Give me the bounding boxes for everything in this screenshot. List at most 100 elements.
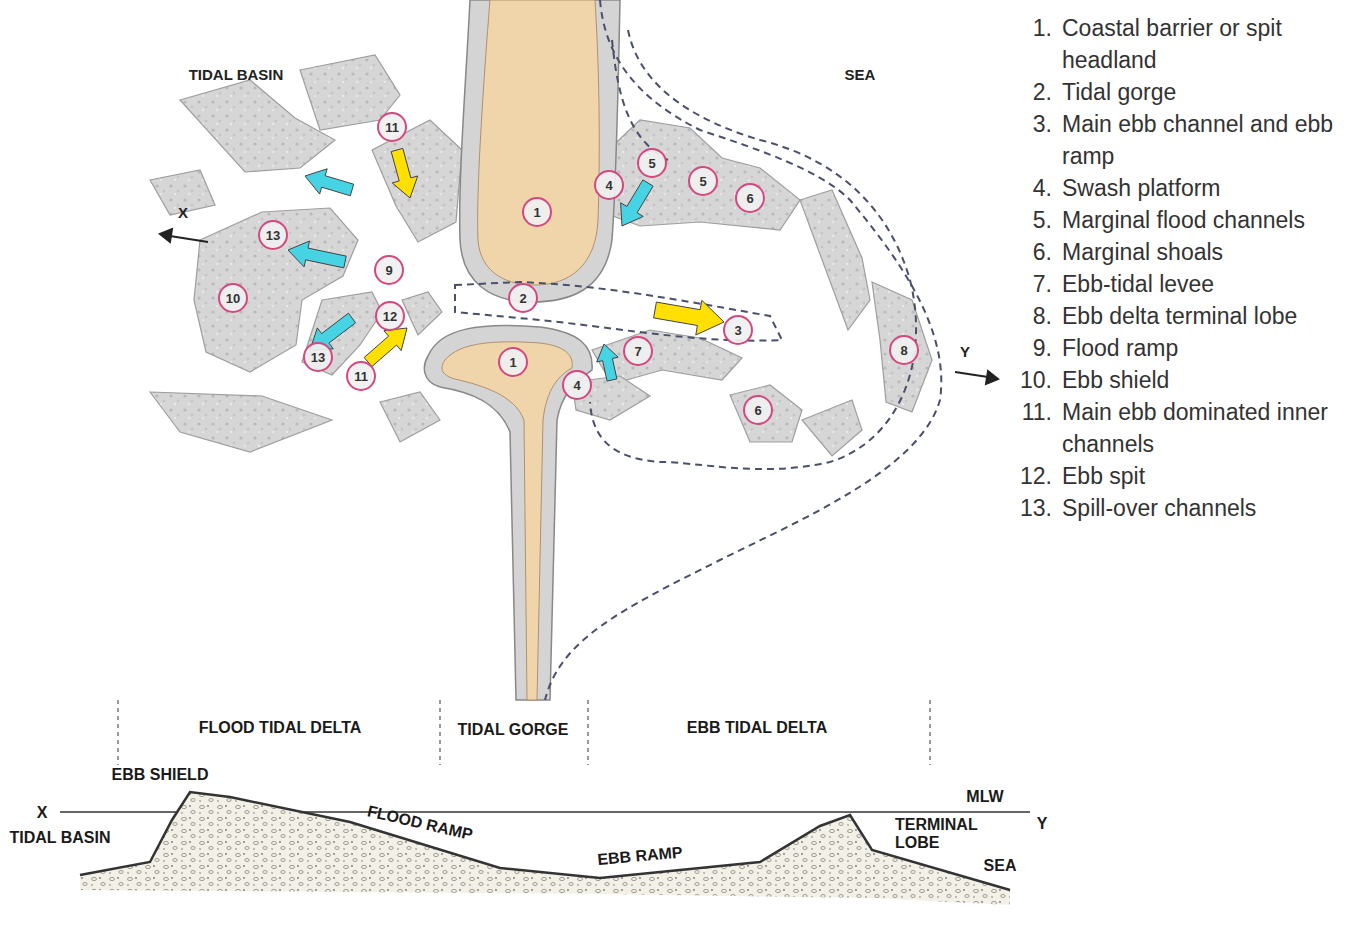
flood-channel-outline	[612, 40, 668, 160]
callout-circle: 13	[258, 220, 288, 250]
callout-number: 5	[699, 175, 706, 188]
shoal	[592, 330, 742, 384]
key-row: 4.Swash platform	[1012, 172, 1362, 204]
flow-arrow	[364, 328, 407, 367]
map-label: TIDAL BASIN	[189, 67, 284, 84]
map-label: SEA	[845, 67, 876, 84]
key-text: Ebb spit	[1062, 460, 1357, 492]
callout-circle: 8	[889, 335, 919, 365]
section-label: TERMINAL LOBE	[895, 816, 995, 852]
key-text: Coastal barrier or spit headland	[1062, 12, 1357, 76]
flow-arrow	[654, 300, 724, 335]
barrier-sand	[478, 0, 600, 285]
flow-arrow	[597, 344, 619, 381]
section-arrowhead	[160, 229, 172, 242]
key-number: 13.	[1012, 492, 1062, 524]
key-row: 1.Coastal barrier or spit headland	[1012, 12, 1362, 76]
callout-circle: 12	[375, 301, 405, 331]
key-row: 7.Ebb-tidal levee	[1012, 268, 1362, 300]
section-label: MLW	[966, 788, 1003, 806]
callout-circle: 1	[522, 197, 552, 227]
key-number: 2.	[1012, 76, 1062, 108]
key-row: 12.Ebb spit	[1012, 460, 1362, 492]
shoal	[730, 385, 802, 442]
callout-circle: 5	[637, 148, 667, 178]
shoal	[802, 400, 862, 456]
callout-number: 6	[746, 192, 753, 205]
key-row: 3.Main ebb channel and ebb ramp	[1012, 108, 1362, 172]
key-text: Ebb-tidal levee	[1062, 268, 1357, 300]
shoal	[380, 392, 440, 442]
callout-circle: 7	[623, 336, 653, 366]
section-label: Y	[1037, 815, 1048, 833]
barrier-band	[424, 325, 592, 700]
section-arrowhead	[986, 371, 998, 384]
key-row: 6.Marginal shoals	[1012, 236, 1362, 268]
callout-circle: 11	[377, 112, 407, 142]
ebb-delta-core-outline	[590, 30, 916, 469]
key-text: Marginal flood channels	[1062, 204, 1357, 236]
key-number: 9.	[1012, 332, 1062, 364]
key-row: 9.Flood ramp	[1012, 332, 1362, 364]
section-label: EBB SHIELD	[112, 766, 209, 784]
ebb-delta-outline	[545, 0, 941, 700]
callout-circle: 10	[218, 283, 248, 313]
callout-circle: 2	[508, 283, 538, 313]
map-label: X	[178, 205, 188, 222]
callout-number: 13	[311, 351, 325, 364]
map-label: Y	[960, 344, 970, 361]
section-label: EBB TIDAL DELTA	[687, 719, 827, 737]
flow-arrow	[621, 180, 654, 226]
key-number: 6.	[1012, 236, 1062, 268]
key-number: 1.	[1012, 12, 1062, 76]
shoal	[402, 292, 442, 335]
section-label: TIDAL BASIN	[9, 829, 110, 847]
section-arrow	[170, 236, 208, 242]
callout-circle: 3	[723, 315, 753, 345]
callout-circle: 13	[303, 342, 333, 372]
callout-number: 8	[900, 344, 907, 357]
key-text: Tidal gorge	[1062, 76, 1357, 108]
zone-separator	[587, 700, 588, 765]
profile-line	[80, 792, 1010, 890]
key-number: 5.	[1012, 204, 1062, 236]
callout-number: 4	[573, 379, 580, 392]
key-row: 5.Marginal flood channels	[1012, 204, 1362, 236]
callout-circle: 11	[346, 361, 376, 391]
profile-fill	[80, 792, 1010, 905]
key-text: Main ebb channel and ebb ramp	[1062, 108, 1357, 172]
key-text: Flood ramp	[1062, 332, 1357, 364]
callout-number: 13	[266, 229, 280, 242]
zone-separator	[929, 700, 930, 765]
callout-circle: 4	[562, 370, 592, 400]
key-text: Swash platform	[1062, 172, 1357, 204]
key-text: Spill-over channels	[1062, 492, 1357, 524]
callout-circle: 1	[498, 347, 528, 377]
key-number: 7.	[1012, 268, 1062, 300]
callout-circle: 6	[735, 183, 765, 213]
section-label: TIDAL GORGE	[458, 721, 569, 739]
key-number: 8.	[1012, 300, 1062, 332]
callout-number: 11	[385, 121, 399, 134]
key-row: 8.Ebb delta terminal lobe	[1012, 300, 1362, 332]
shoal	[150, 392, 332, 452]
section-label: X	[37, 804, 48, 822]
zone-separator	[439, 700, 440, 765]
key-row: 2.Tidal gorge	[1012, 76, 1362, 108]
flow-arrow	[288, 241, 346, 268]
callout-number: 4	[605, 179, 612, 192]
key-number: 10.	[1012, 364, 1062, 396]
barrier-band	[460, 0, 620, 302]
callout-number: 5	[648, 157, 655, 170]
callout-number: 7	[634, 345, 641, 358]
callout-circle: 5	[688, 166, 718, 196]
callout-number: 9	[385, 264, 392, 277]
callout-number: 2	[519, 292, 526, 305]
key-number: 11.	[1012, 396, 1062, 460]
key-text: Main ebb dominated inner channels	[1062, 396, 1357, 460]
shoal	[600, 120, 800, 230]
callout-number: 11	[354, 370, 368, 383]
callout-number: 6	[754, 404, 761, 417]
